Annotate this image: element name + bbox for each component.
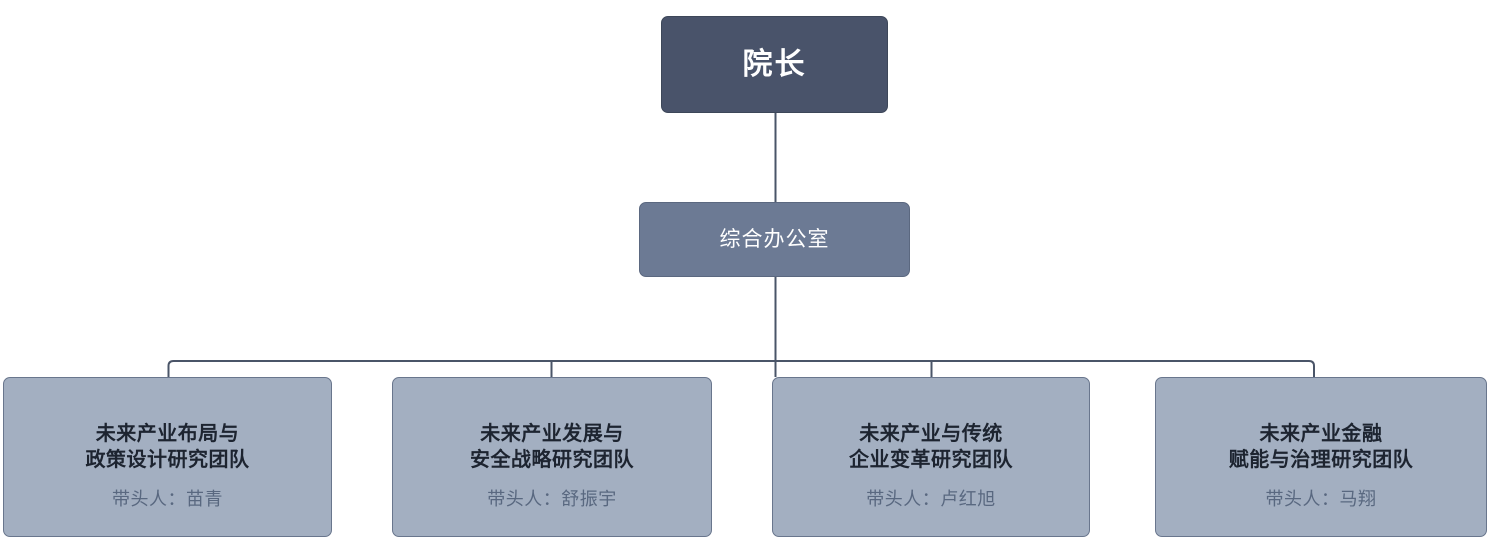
node-team-1-leader: 带头人：苗青 <box>112 488 223 509</box>
node-team-1-title: 未来产业布局与 政策设计研究团队 <box>85 422 250 472</box>
node-root-director-title: 院长 <box>742 48 807 81</box>
node-team-4-leader: 带头人：马翔 <box>1265 488 1377 509</box>
node-team-2-title: 未来产业发展与 安全战略研究团队 <box>470 422 634 472</box>
node-general-office-title: 综合办公室 <box>719 227 830 251</box>
node-team-4[interactable]: 未来产业金融 赋能与治理研究团队 带头人：马翔 <box>1155 377 1487 537</box>
node-team-3-title: 未来产业与传统 企业变革研究团队 <box>849 422 1013 472</box>
node-team-3[interactable]: 未来产业与传统 企业变革研究团队 带头人：卢红旭 <box>772 377 1090 537</box>
node-team-1[interactable]: 未来产业布局与 政策设计研究团队 带头人：苗青 <box>3 377 332 537</box>
connector-horizontal-bus <box>167 360 1315 377</box>
node-team-2-leader: 带头人：舒振宇 <box>487 488 617 509</box>
node-team-4-title: 未来产业金融 赋能与治理研究团队 <box>1228 422 1414 472</box>
node-team-3-leader: 带头人：卢红旭 <box>866 488 996 509</box>
node-root-director[interactable]: 院长 <box>661 16 888 113</box>
node-general-office[interactable]: 综合办公室 <box>639 202 910 277</box>
node-team-2[interactable]: 未来产业发展与 安全战略研究团队 带头人：舒振宇 <box>392 377 712 537</box>
